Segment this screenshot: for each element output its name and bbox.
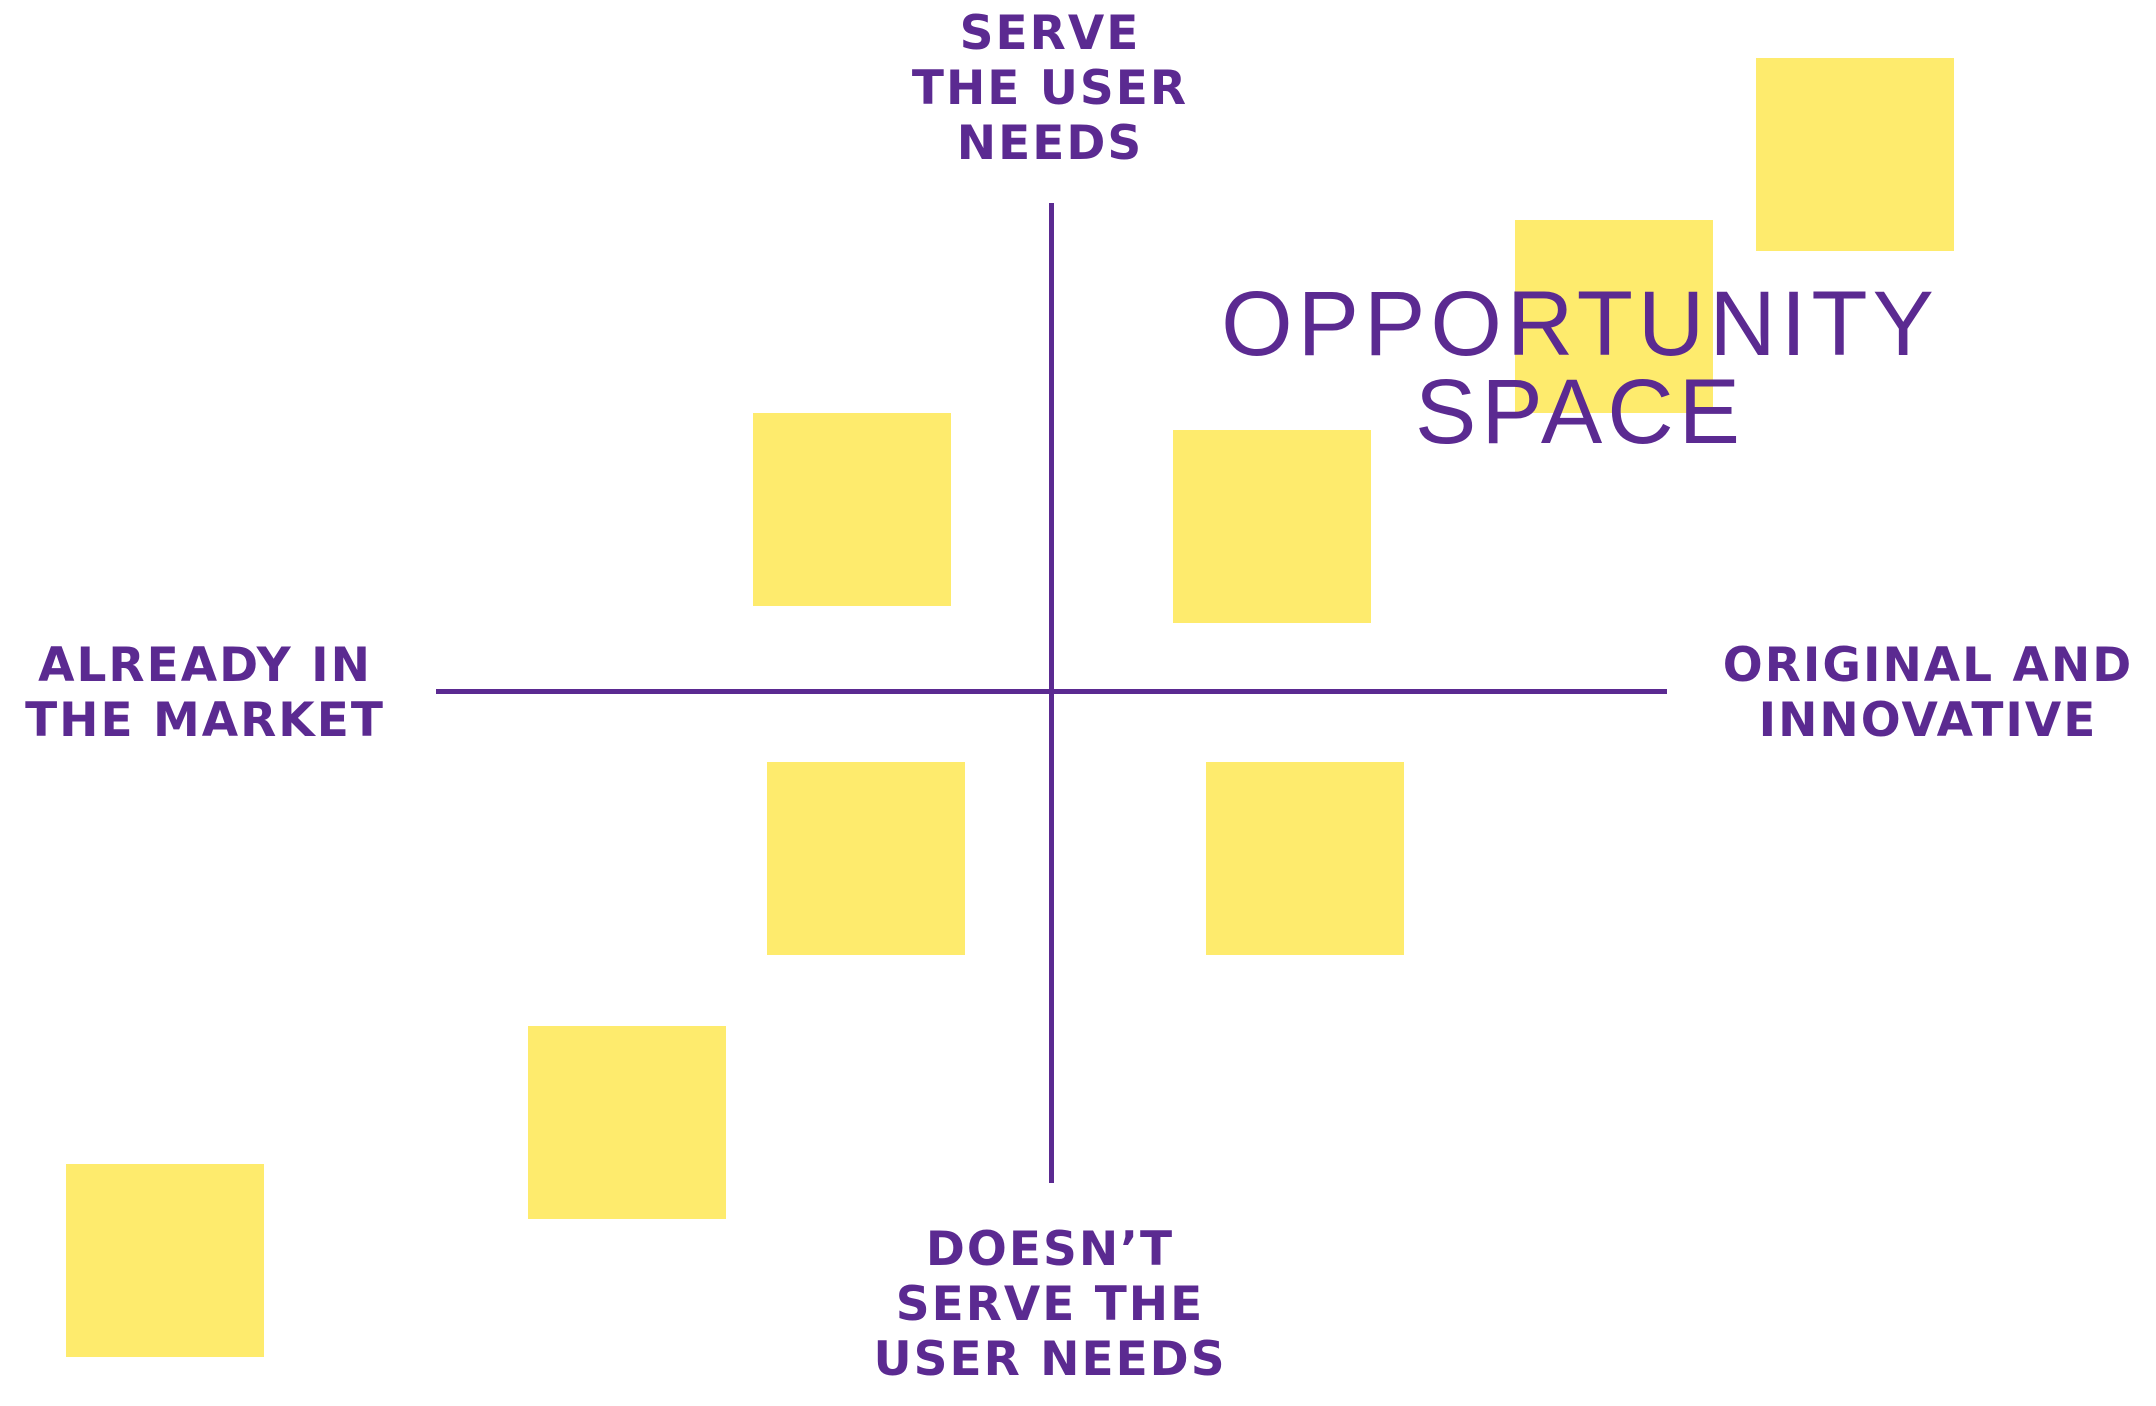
axis-label-right-line: ORIGINAL AND (1722, 638, 2134, 693)
sticky-note[interactable] (753, 413, 951, 606)
axis-label-top-line: THE USER (911, 61, 1189, 116)
sticky-note[interactable] (1515, 220, 1713, 413)
axis-label-left: ALREADY IN THE MARKET (0, 638, 410, 748)
axis-label-bottom-line: USER NEEDS (873, 1332, 1227, 1387)
opportunity-space-line: OPPORTUNITY (1221, 273, 1939, 375)
axis-label-right-line: INNOVATIVE (1758, 693, 2098, 748)
sticky-note[interactable] (66, 1164, 264, 1357)
sticky-note[interactable] (1206, 762, 1404, 955)
axis-label-top-line: SERVE (959, 6, 1141, 61)
opportunity-space-label: OPPORTUNITY SPACE (1180, 273, 1980, 463)
sticky-note[interactable] (528, 1026, 726, 1219)
sticky-note[interactable] (767, 762, 965, 955)
axis-label-left-line: THE MARKET (25, 693, 385, 748)
opportunity-space-line: SPACE (1414, 361, 1746, 463)
axis-label-bottom-line: SERVE THE (895, 1277, 1205, 1332)
sticky-note[interactable] (1173, 430, 1371, 623)
horizontal-axis (436, 689, 1667, 694)
axis-label-top: SERVE THE USER NEEDS (850, 6, 1250, 171)
axis-label-bottom-line: DOESN’T (925, 1222, 1175, 1277)
axis-label-left-line: ALREADY IN (38, 638, 372, 693)
axis-label-right: ORIGINAL AND INNOVATIVE (1700, 638, 2156, 748)
axis-label-bottom: DOESN’T SERVE THE USER NEEDS (800, 1222, 1300, 1387)
sticky-note[interactable] (1756, 58, 1954, 251)
axis-label-top-line: NEEDS (956, 116, 1144, 171)
